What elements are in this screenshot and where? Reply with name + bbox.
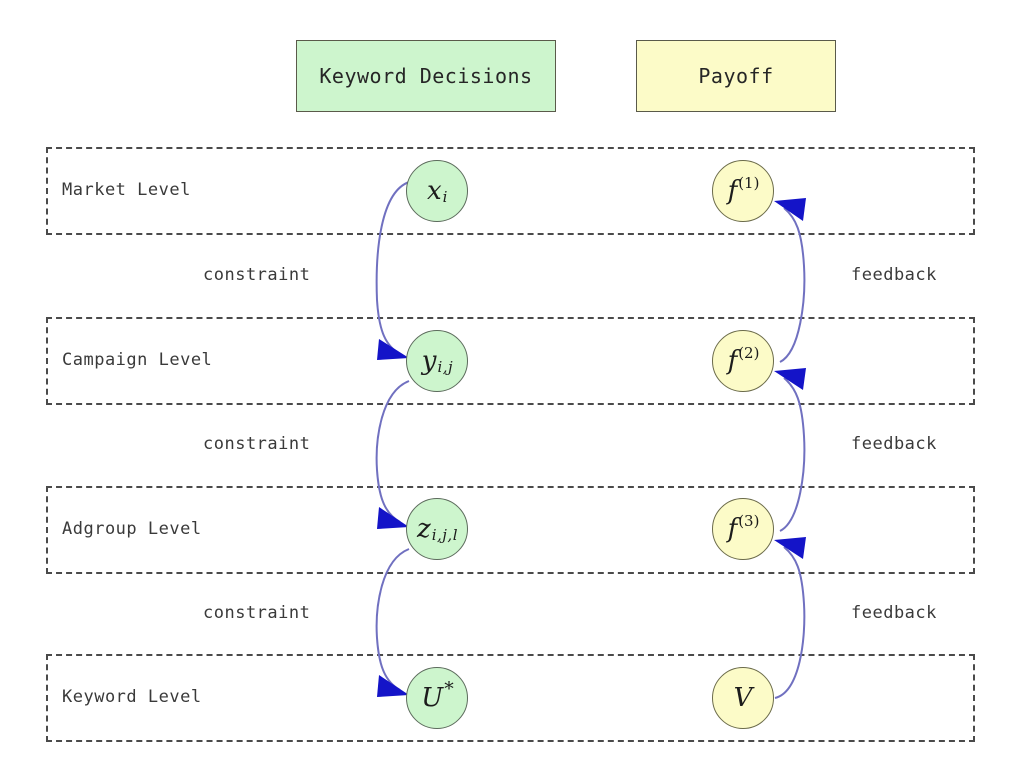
level-label-campaign: Campaign Level xyxy=(62,350,213,370)
header-box-keyword-decisions: Keyword Decisions xyxy=(296,40,556,112)
level-label-adgroup: Adgroup Level xyxy=(62,519,202,539)
payoff-node-v[interactable]: V xyxy=(712,667,774,729)
payoff-node-f1[interactable]: f(1) xyxy=(712,160,774,222)
level-label-market: Market Level xyxy=(62,180,191,200)
edge-label-feedback-2: feedback xyxy=(851,434,937,454)
node-base-f2: f xyxy=(727,346,738,376)
node-subscript-x: i xyxy=(442,188,448,206)
level-band-keyword xyxy=(46,654,975,742)
node-superscript-u: * xyxy=(444,678,454,700)
level-label-keyword: Keyword Level xyxy=(62,687,202,707)
node-base-z: z xyxy=(417,514,431,544)
edge-label-constraint-1: constraint xyxy=(203,265,311,285)
edge-label-feedback-3: feedback xyxy=(851,603,937,623)
level-band-adgroup xyxy=(46,486,975,574)
node-subscript-z: i,j,l xyxy=(431,526,458,544)
node-base-v: V xyxy=(733,683,753,713)
edge-label-constraint-3: constraint xyxy=(203,603,311,623)
edge-label-feedback-1: feedback xyxy=(851,265,937,285)
header-box-payoff: Payoff xyxy=(636,40,836,112)
decision-node-u[interactable]: U* xyxy=(406,667,468,729)
node-base-f1: f xyxy=(727,176,738,206)
node-subscript-y: i,j xyxy=(437,358,454,376)
node-superscript-f3: (3) xyxy=(738,512,760,530)
node-base-y: y xyxy=(421,346,437,376)
node-base-f3: f xyxy=(727,514,738,544)
payoff-node-f3[interactable]: f(3) xyxy=(712,498,774,560)
header-label-payoff: Payoff xyxy=(698,64,774,88)
edge-label-constraint-2: constraint xyxy=(203,434,311,454)
level-band-market xyxy=(46,147,975,235)
node-superscript-f2: (2) xyxy=(738,344,760,362)
node-superscript-f1: (1) xyxy=(738,174,760,192)
node-base-x: x xyxy=(427,176,442,206)
payoff-node-f2[interactable]: f(2) xyxy=(712,330,774,392)
node-base-u: U xyxy=(421,683,444,713)
level-band-campaign xyxy=(46,317,975,405)
header-label-keyword-decisions: Keyword Decisions xyxy=(319,64,533,88)
